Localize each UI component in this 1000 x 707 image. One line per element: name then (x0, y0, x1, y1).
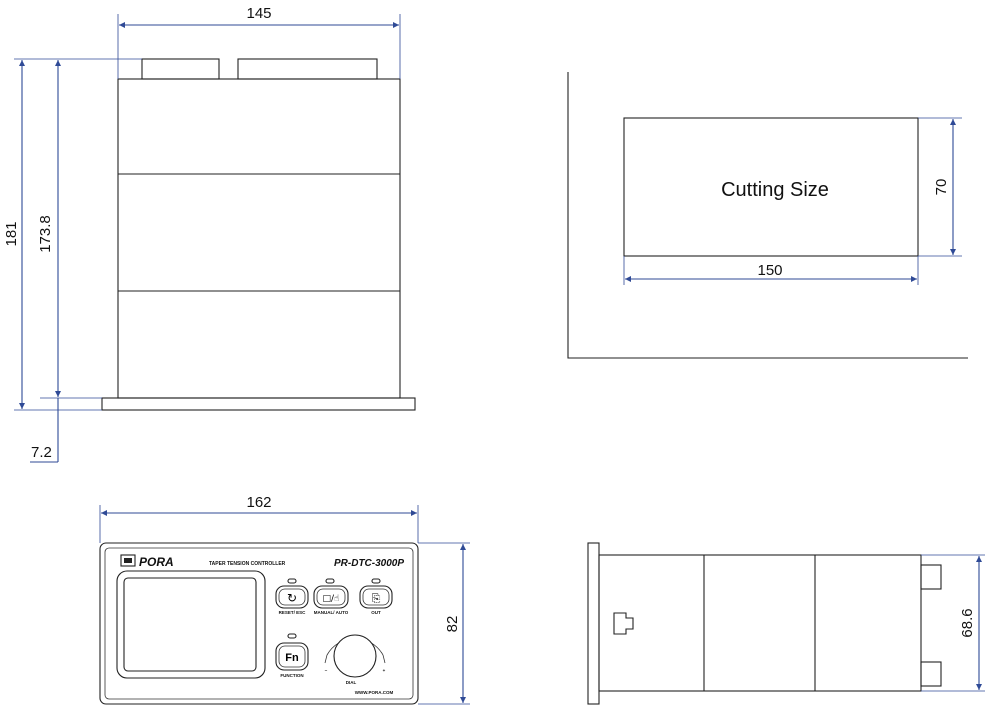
brand-name: PORA (139, 555, 174, 569)
dim-label-width: 145 (246, 5, 271, 22)
led-manual (325, 578, 335, 584)
dim-label-height: 181 (3, 221, 20, 246)
front-bezel-inner (104, 547, 414, 700)
dial-knob[interactable]: − + DIAL (324, 634, 386, 685)
dim-label-front-height: 82 (444, 616, 461, 633)
dial-minus-label: − (325, 668, 328, 673)
panel-cutout-view: Cutting Size 150 70 (567, 72, 968, 359)
cutout-rect (623, 117, 919, 257)
manual-auto-label: MANUAL/ AUTO (314, 610, 349, 615)
website-label: WWW.PORA.COM (355, 690, 394, 695)
front-bezel (99, 542, 419, 705)
reset-icon: ↻ (287, 591, 297, 605)
side-connector-bottom (920, 661, 942, 687)
front-view: PORA TAPER TENSION CONTROLLER PR-DTC-300… (99, 494, 470, 705)
dim-label-flange: 7.2 (31, 444, 52, 461)
function-label: FUNCTION (280, 673, 303, 678)
dim-label-cutout-width: 150 (757, 262, 782, 279)
dim-label-inner-height: 173.8 (37, 215, 54, 253)
reset-esc-label: RESET/ ESC (279, 610, 307, 615)
reset-esc-button[interactable]: ↻ RESET/ ESC (275, 585, 309, 615)
led-reset (287, 578, 297, 584)
side-view: 68.6 (587, 542, 985, 705)
dim-label-side-height: 68.6 (959, 608, 976, 637)
out-icon: ⎘ (372, 592, 381, 605)
out-label: OUT (371, 610, 381, 615)
side-connector-top (920, 564, 942, 590)
led-out (371, 578, 381, 584)
dial-label: DIAL (346, 680, 357, 685)
dim-label-front-width: 162 (246, 494, 271, 511)
dial-plus-label: + (383, 668, 386, 673)
model-number: PR-DTC-3000P (334, 558, 404, 569)
dim-label-cutout-height: 70 (933, 179, 950, 196)
connector-left (141, 58, 220, 80)
cutout-caption: Cutting Size (721, 179, 829, 201)
out-button[interactable]: ⎘ OUT (359, 585, 393, 615)
dial-circle (333, 634, 377, 678)
brand-logo-mark (120, 554, 136, 567)
top-view: 145 181 173.8 7.2 (3, 5, 416, 463)
panel-edge (567, 72, 968, 359)
display-bezel (116, 570, 266, 679)
housing-body (117, 78, 401, 399)
device-title: TAPER TENSION CONTROLLER (209, 561, 286, 567)
side-body (598, 554, 922, 692)
side-latch (613, 612, 634, 635)
manual-auto-button[interactable]: □/☝ MANUAL/ AUTO (313, 585, 349, 615)
function-button[interactable]: Fn FUNCTION (275, 642, 309, 678)
front-flange (101, 397, 416, 411)
manual-auto-icon: □/☝ (322, 594, 339, 604)
connector-right (237, 58, 378, 80)
led-function (287, 633, 297, 639)
lcd-screen (123, 577, 257, 672)
side-flange (587, 542, 600, 705)
function-icon: Fn (285, 652, 299, 664)
